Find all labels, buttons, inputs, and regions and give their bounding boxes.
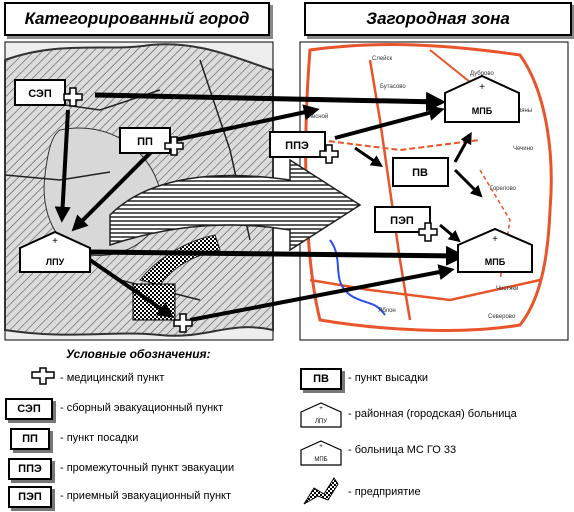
sep-node: СЭП bbox=[14, 79, 83, 107]
map-label: Дуброво bbox=[470, 71, 494, 77]
medical-cross-icon bbox=[173, 313, 193, 333]
legend-lpu-symbol: + ЛПУ bbox=[300, 402, 342, 428]
pv-label: ПВ bbox=[412, 167, 428, 179]
sep-label: СЭП bbox=[28, 88, 52, 100]
legend-pv-symbol: ПВ bbox=[300, 368, 342, 390]
legend-mpb-text: - больница МС ГО 33 bbox=[348, 444, 457, 456]
map-label: Яблон bbox=[378, 308, 396, 314]
secondary-flow bbox=[139, 234, 221, 286]
ring-road bbox=[304, 43, 553, 332]
medical-cross-icon bbox=[31, 367, 55, 385]
zone-header: Загородная зона bbox=[304, 2, 572, 36]
mpb-bottom-label: МПБ bbox=[485, 257, 506, 267]
legend-mpb-symbol: + МПБ bbox=[300, 440, 342, 466]
map-label: Северово bbox=[488, 314, 516, 320]
legend-pep-text: - приемный эвакуационный пункт bbox=[60, 490, 232, 502]
legend-medical-point: - медицинский пункт bbox=[60, 372, 165, 384]
pv-node: ПВ bbox=[392, 157, 449, 187]
svg-text:+: + bbox=[52, 236, 58, 247]
map-label: Слейск bbox=[372, 55, 393, 62]
legend-ppe-text: - промежуточный пункт эвакуации bbox=[60, 462, 235, 474]
pep-node: ПЭП bbox=[374, 206, 438, 242]
evacuation-flow-arrow bbox=[109, 158, 362, 252]
evacuation-diagram: Слейск Бутасово Дуброво Новые Поляны Лес… bbox=[4, 41, 569, 341]
legend-pv-text: - пункт высадки bbox=[348, 372, 429, 384]
mpb-top-node: + МПБ bbox=[444, 74, 520, 123]
map-label: Чистяки bbox=[496, 286, 518, 292]
flow-lines bbox=[54, 91, 483, 322]
pp-label: ПП bbox=[137, 136, 153, 148]
city-streets bbox=[4, 59, 251, 301]
legend-title: Условные обозначения: bbox=[66, 347, 211, 361]
legend-ppe-symbol: ППЭ bbox=[8, 458, 52, 480]
legend-pp-text: - пункт посадки bbox=[60, 432, 139, 444]
svg-text:+: + bbox=[479, 82, 485, 93]
lpu-label: ЛПУ bbox=[46, 257, 65, 267]
medical-cross-icon bbox=[418, 222, 438, 242]
map-label: Чечино bbox=[513, 146, 534, 152]
mpb-top-label: МПБ bbox=[472, 106, 493, 116]
map-label: Горелово bbox=[490, 186, 517, 192]
legend-enterprise-text: - предприятие bbox=[348, 486, 421, 498]
city-header: Категорированный город bbox=[4, 2, 270, 36]
legend-lpu-label: ЛПУ bbox=[315, 419, 327, 425]
map-label: Бутасово bbox=[380, 84, 406, 90]
svg-text:+: + bbox=[492, 234, 498, 245]
enterprise-icon bbox=[303, 477, 339, 505]
medical-cross-icon bbox=[319, 144, 339, 164]
pep-label: ПЭП bbox=[390, 215, 414, 227]
medical-cross-icon bbox=[164, 136, 184, 156]
ppe-node: ППЭ bbox=[269, 131, 339, 164]
legend-lpu-text: - районная (городская) больница bbox=[348, 408, 517, 420]
lpu-node: + ЛПУ bbox=[19, 230, 91, 273]
legend-pp-symbol: ПП bbox=[10, 428, 50, 450]
svg-text:+: + bbox=[319, 406, 323, 412]
legend-mpb-label: МПБ bbox=[314, 457, 327, 463]
svg-text:+: + bbox=[319, 444, 323, 450]
legend-pep-symbol: ПЭП bbox=[8, 486, 52, 508]
mpb-bottom-node: + МПБ bbox=[457, 227, 533, 273]
medical-cross-icon bbox=[63, 87, 83, 107]
legend-sep-symbol: СЭП bbox=[5, 398, 53, 420]
map-label: Лесной bbox=[308, 113, 328, 120]
ppe-label: ППЭ bbox=[285, 140, 309, 152]
road-south bbox=[309, 278, 541, 302]
pp-node: ПП bbox=[119, 127, 184, 156]
legend-sep-text: - сборный эвакуационный пункт bbox=[60, 402, 224, 414]
zone-map bbox=[299, 41, 569, 341]
